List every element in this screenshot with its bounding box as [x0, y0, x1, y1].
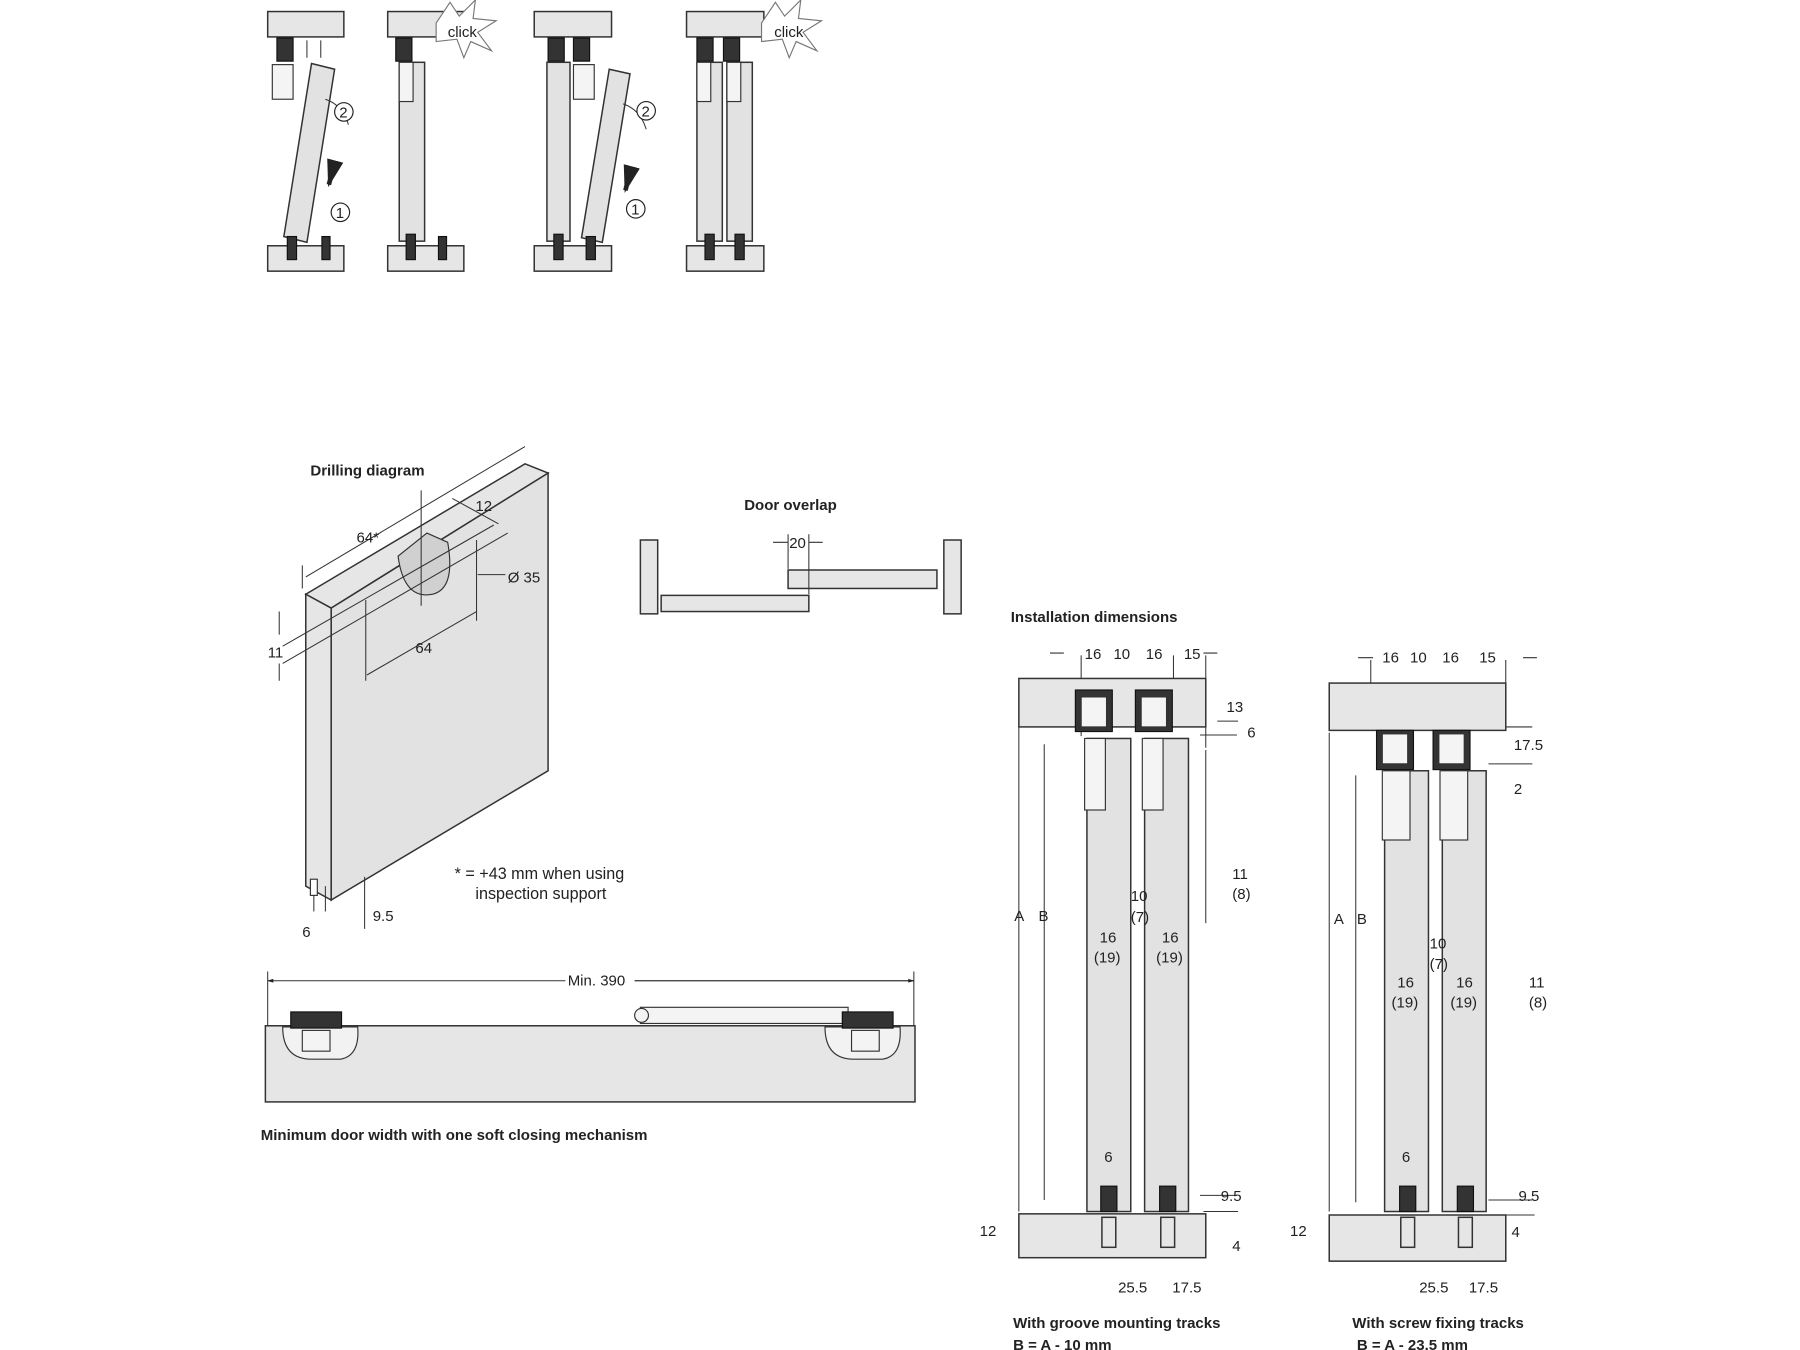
dim-7: (7) — [1131, 909, 1149, 926]
click-burst-icon — [435, 0, 498, 60]
click-label: click — [448, 24, 478, 41]
dim-8: (8) — [1529, 994, 1547, 1011]
step-number: 1 — [336, 205, 344, 222]
dim-11: 11 — [268, 645, 284, 662]
dim-6-bottom: 6 — [1104, 1149, 1112, 1166]
dim-9-5: 9.5 — [1518, 1188, 1539, 1205]
dim-9-5: 9.5 — [373, 908, 394, 925]
dim-16-door: 16 — [1100, 930, 1117, 947]
groove-caption: With groove mounting tracks — [1013, 1315, 1220, 1332]
dim-b: B — [1357, 911, 1367, 928]
min-width-caption: Minimum door width with one soft closing… — [261, 1127, 648, 1144]
min-width-diagram: Min. 390 Minimum door width with one sof… — [261, 971, 916, 1144]
dim-12: 12 — [1290, 1223, 1307, 1240]
note-line-1: * = +43 mm when using — [455, 865, 625, 883]
dim-6: 6 — [302, 924, 310, 941]
soft-close-mechanism — [634, 1006, 849, 1025]
dim-25-5: 25.5 — [1419, 1279, 1448, 1296]
dim-11: 11 — [1529, 975, 1545, 992]
screw-fixing-diagram: 16 10 16 15 17.5 2 11 (8) 10 (7) 16 (19)… — [1290, 649, 1547, 1350]
installation-sequence: 2 1 click 2 — [266, 0, 824, 272]
dim-16: 16 — [1382, 649, 1399, 666]
dim-10-gap: 10 — [1430, 935, 1447, 952]
groove-formula: B = A - 10 mm — [1013, 1337, 1112, 1350]
down-arrow-icon — [326, 158, 344, 188]
overlap-title: Door overlap — [744, 497, 837, 514]
dim-2: 2 — [1514, 781, 1522, 798]
dim-7: (7) — [1430, 956, 1448, 973]
dim-15: 15 — [1184, 646, 1201, 663]
click-label: click — [774, 24, 804, 41]
dim-16-door: 16 — [1397, 975, 1414, 992]
dim-16: 16 — [1146, 646, 1163, 663]
groove-mounting-diagram: 16 10 16 15 13 6 11 (8) 10 (7) 16 (19) 1… — [980, 646, 1256, 1350]
roller-left — [282, 1011, 359, 1060]
sequence-step-3: 2 1 — [533, 10, 656, 272]
drilling-diagram: Drilling diagram 64* 12 Ø 35 64 11 6 9.5… — [268, 446, 625, 941]
dim-12: 12 — [475, 498, 492, 515]
dim-min-390: Min. 390 — [568, 972, 626, 989]
dim-a: A — [1014, 908, 1024, 925]
dim-64-star: 64* — [357, 529, 380, 546]
screw-caption: With screw fixing tracks — [1352, 1315, 1524, 1332]
dim-11: 11 — [1232, 866, 1248, 883]
down-arrow-icon — [623, 164, 640, 194]
door-overlap-diagram: Door overlap 20 — [639, 497, 962, 615]
dim-16: 16 — [1085, 646, 1102, 663]
dim-9-5: 9.5 — [1221, 1188, 1242, 1205]
sequence-step-4: click — [685, 0, 824, 272]
dim-19-door: (19) — [1156, 949, 1183, 966]
dim-16-door: 16 — [1162, 930, 1179, 947]
dim-17-5: 17.5 — [1469, 1279, 1498, 1296]
dim-a: A — [1334, 911, 1344, 928]
dim-6-bottom: 6 — [1402, 1149, 1410, 1166]
step-number: 2 — [339, 105, 347, 122]
dim-4: 4 — [1232, 1238, 1240, 1255]
dim-17-5: 17.5 — [1514, 737, 1543, 754]
dim-25-5: 25.5 — [1118, 1279, 1147, 1296]
drilling-title: Drilling diagram — [310, 462, 424, 479]
dim-diameter-35: Ø 35 — [508, 570, 541, 587]
dim-16-door: 16 — [1456, 975, 1473, 992]
step-number: 1 — [631, 202, 639, 219]
dim-10-gap: 10 — [1131, 888, 1148, 905]
click-burst-icon — [760, 0, 824, 60]
note-line-2: inspection support — [475, 885, 607, 903]
dim-64: 64 — [415, 640, 432, 657]
step-number: 2 — [642, 104, 650, 121]
dim-10: 10 — [1113, 646, 1130, 663]
dim-16: 16 — [1442, 649, 1459, 666]
dim-19-door: (19) — [1094, 949, 1121, 966]
dim-8: (8) — [1232, 886, 1250, 903]
dim-17-5: 17.5 — [1172, 1279, 1201, 1296]
dim-6: 6 — [1247, 724, 1255, 741]
installation-title: Installation dimensions — [1011, 609, 1178, 626]
dim-20: 20 — [789, 535, 806, 552]
roller-right — [824, 1011, 901, 1060]
dim-19-door: (19) — [1392, 994, 1419, 1011]
sequence-step-2: click — [386, 0, 498, 272]
dim-b: B — [1038, 908, 1048, 925]
sequence-step-1: 2 1 — [266, 10, 354, 272]
dim-15: 15 — [1479, 649, 1496, 666]
screw-formula: B = A - 23.5 mm — [1357, 1337, 1468, 1350]
dim-13: 13 — [1227, 699, 1244, 716]
dim-19-door: (19) — [1450, 994, 1477, 1011]
dim-12: 12 — [980, 1223, 997, 1240]
dim-4: 4 — [1512, 1224, 1520, 1241]
dim-10: 10 — [1410, 649, 1427, 666]
